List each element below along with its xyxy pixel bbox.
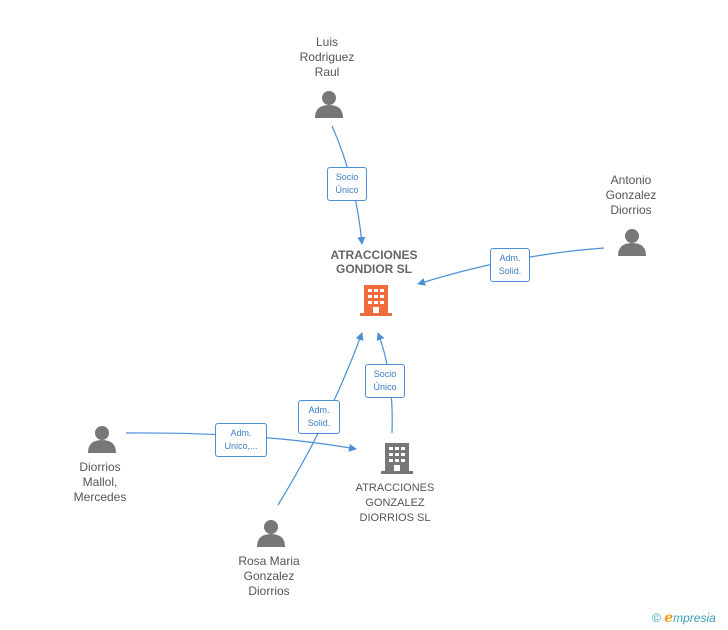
person-label-antonio[interactable]: Antonio Gonzalez Diorrios (605, 173, 657, 217)
edge-label-luis-main[interactable]: Socio Único (327, 167, 367, 201)
edge-label-diorrios-company2[interactable]: Adm. Unico,... (215, 423, 267, 457)
person-icon[interactable] (257, 520, 285, 547)
empresia-logo[interactable]: © empresia (652, 610, 716, 626)
edge-label-antonio-main[interactable]: Adm. Solid. (490, 248, 530, 282)
edge-label-company2-main[interactable]: Socio Único (365, 364, 405, 398)
person-icon[interactable] (618, 229, 646, 256)
building-icon-company[interactable] (381, 443, 413, 474)
person-label-luis[interactable]: Luis Rodriguez Raul (299, 35, 355, 79)
person-icon[interactable] (88, 426, 116, 453)
main-company-label[interactable]: ATRACCIONES GONDIOR SL (330, 248, 418, 276)
person-icon[interactable] (315, 91, 343, 118)
person-label-rosa[interactable]: Rosa Maria Gonzalez Diorrios (238, 554, 300, 598)
company-label-gonzalez-diorrios[interactable]: ATRACCIONES GONZALEZ DIORRIOS SL (355, 482, 435, 524)
building-icon-main[interactable] (360, 285, 392, 316)
copyright-icon: © (652, 611, 661, 625)
edge-label-rosa-main[interactable]: Adm. Solid. (298, 400, 340, 434)
person-label-diorrios[interactable]: Diorrios Mallol, Mercedes (73, 460, 127, 504)
